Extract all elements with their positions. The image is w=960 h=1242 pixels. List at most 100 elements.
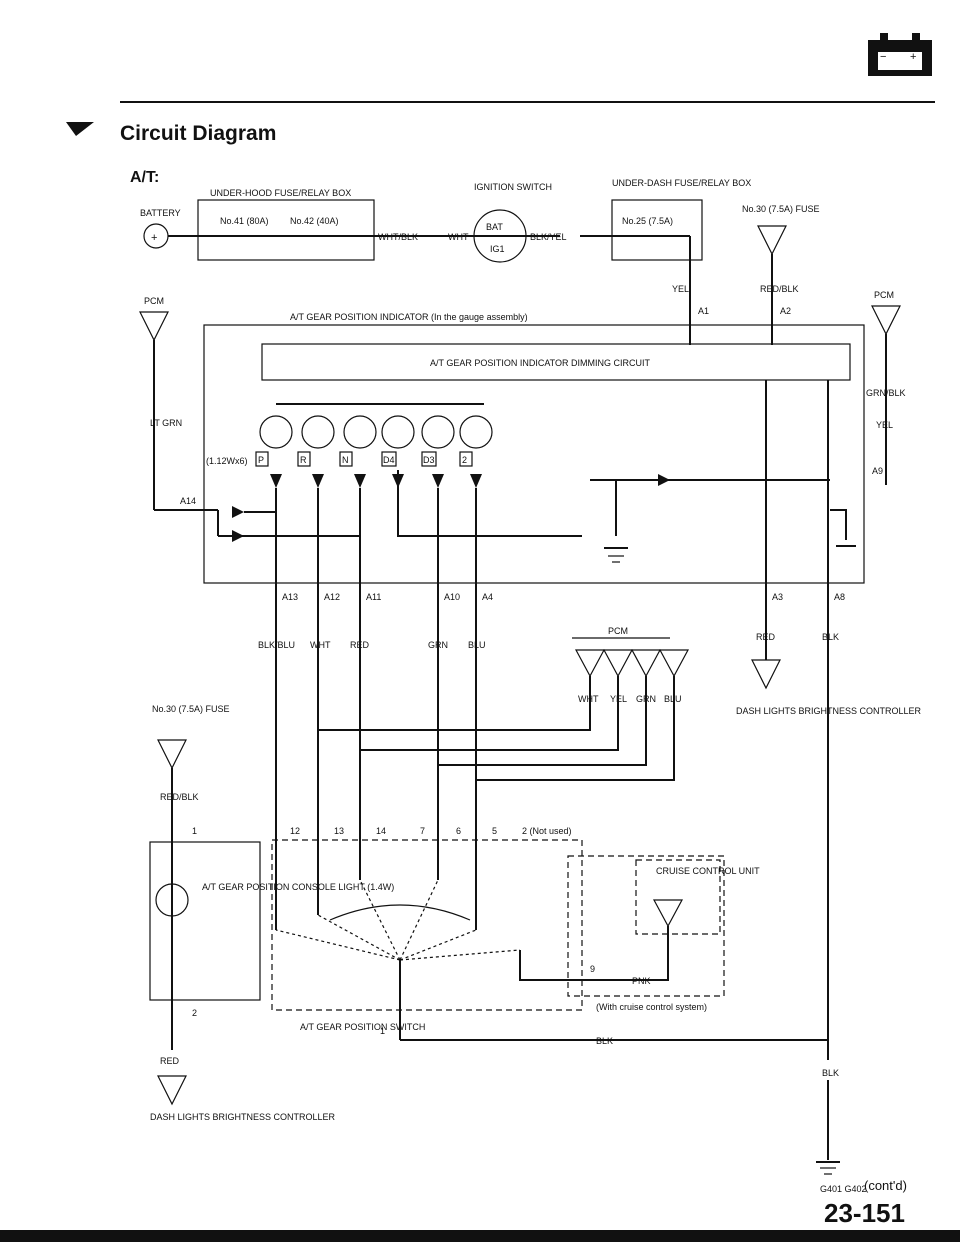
diode-icon — [658, 474, 670, 486]
pcm-right-label: PCM — [874, 290, 894, 300]
bat-label: BAT — [486, 222, 503, 232]
fuse41-label: No.41 (80A) — [220, 216, 269, 226]
blk-bottom-label: BLK — [596, 1036, 613, 1046]
sw5-label: 5 — [492, 826, 497, 836]
with-cruise-label: (With cruise control system) — [596, 1002, 707, 1012]
grn-label: GRN — [428, 640, 448, 650]
indicator-output-wires — [275, 380, 829, 1060]
dash-ctrl-left-label: DASH LIGHTS BRIGHTNESS CONTROLLER — [150, 1112, 336, 1122]
diode-icon — [232, 506, 244, 518]
pcm-left-label: PCM — [144, 296, 164, 306]
cruise-unit-label: CRUISE CONTROL UNIT — [656, 866, 760, 876]
pin2-label: 2 — [192, 1008, 197, 1018]
blk-blu-label: BLK/BLU — [258, 640, 295, 650]
sw12-label: 12 — [290, 826, 300, 836]
gear-r-label: R — [300, 455, 307, 465]
sw7-label: 7 — [420, 826, 425, 836]
fuse42-label: No.42 (40A) — [290, 216, 339, 226]
yel-label: YEL — [672, 284, 689, 294]
bulbs-label: (1.12Wx6) — [206, 456, 248, 466]
pcm-mid-connectors — [574, 649, 690, 678]
red-left-label: RED — [160, 1056, 180, 1066]
red-right-label: RED — [756, 632, 776, 642]
svg-text:+: + — [151, 232, 157, 244]
blk-right-label: BLK — [822, 632, 839, 642]
ignition-switch-label: IGNITION SWITCH — [474, 182, 552, 192]
battery-label: BATTERY — [140, 208, 181, 218]
gear-switch-label: A/T GEAR POSITION SWITCH — [300, 1022, 425, 1032]
pnk-label: PNK — [632, 976, 651, 986]
underhood-box-label: UNDER-HOOD FUSE/RELAY BOX — [210, 188, 351, 198]
bulb-r-icon — [301, 415, 335, 449]
gear-n-label: N — [342, 455, 349, 465]
dimming-label: A/T GEAR POSITION INDICATOR DIMMING CIRC… — [430, 358, 651, 368]
a9-label: A9 — [872, 466, 883, 476]
battery-icon: − + — [868, 33, 932, 76]
a1-label: A1 — [698, 306, 709, 316]
sw1-label: 1 — [380, 1026, 385, 1036]
a14-label: A14 — [180, 496, 196, 506]
a3-label: A3 — [772, 592, 783, 602]
bulb-2-icon — [459, 415, 493, 449]
a13-label: A13 — [282, 592, 298, 602]
page-title: Circuit Diagram — [120, 122, 276, 145]
grn-blk-label: GRN/BLK — [866, 388, 906, 398]
underdash-fuse-box — [611, 199, 703, 261]
dimming-circuit-box — [261, 343, 851, 381]
sw6-label: 6 — [456, 826, 461, 836]
pcm-left-connector-icon — [139, 311, 169, 342]
indicator-bulbs: (1.12Wx6) P R N D4 D3 2 — [206, 403, 493, 488]
sw2-label: 2 (Not used) — [522, 826, 572, 836]
gear-2-label: 2 — [462, 455, 467, 465]
bulb-n-icon — [343, 415, 377, 449]
underhood-fuse-box — [197, 199, 375, 261]
ig1-label: IG1 — [490, 244, 505, 254]
blu-label: BLU — [468, 640, 486, 650]
red-label: RED — [350, 640, 370, 650]
wht-label: WHT — [448, 232, 469, 242]
sw14-label: 14 — [376, 826, 386, 836]
pin1-label: 1 — [192, 826, 197, 836]
sw13-label: 13 — [334, 826, 344, 836]
page-bottom-bar — [0, 1230, 960, 1242]
gear-d3-label: D3 — [423, 455, 435, 465]
indicator-label: A/T GEAR POSITION INDICATOR (In the gaug… — [290, 312, 528, 322]
bulb-p-icon — [259, 415, 293, 449]
a8-label: A8 — [834, 592, 845, 602]
a10-label: A10 — [444, 592, 460, 602]
pin9-label: 9 — [590, 964, 595, 974]
page-number: 23-151 — [824, 1198, 905, 1228]
blk-ground-label: BLK — [822, 1068, 839, 1078]
dash-controller-connector-icon — [751, 659, 781, 690]
gear-position-switch-box — [271, 839, 583, 1011]
blu3-label: BLU — [664, 694, 682, 704]
pcm-mid-label: PCM — [608, 626, 628, 636]
console-light-box — [149, 841, 261, 1001]
page-subtitle: A/T: — [130, 169, 159, 186]
svg-text:−: − — [880, 51, 886, 63]
a2-label: A2 — [780, 306, 791, 316]
yel-right-label: YEL — [876, 420, 893, 430]
pcm-right-connector-icon — [871, 305, 901, 336]
dash-controller-left-connector-icon — [157, 1075, 187, 1106]
selector-arc — [329, 904, 471, 921]
a12-label: A12 — [324, 592, 340, 602]
blk-yel-label: BLK/YEL — [530, 232, 567, 242]
fuse-connector-icon — [157, 739, 187, 770]
fuse25-label: No.25 (7.5A) — [622, 216, 673, 226]
a11-label: A11 — [366, 592, 381, 602]
indicator-assembly-box — [203, 324, 865, 584]
continued-label: (cont'd) — [864, 1178, 907, 1193]
bulb-d4-icon — [381, 415, 415, 449]
lt-grn-label: LT GRN — [150, 418, 182, 428]
fuse30-top-label: No.30 (7.5A) FUSE — [742, 204, 820, 214]
wht3-label: WHT — [578, 694, 599, 704]
gear-p-label: P — [258, 455, 264, 465]
red-blk-left-label: RED/BLK — [160, 792, 199, 802]
ground-label: G401 G402 — [820, 1184, 867, 1194]
wht-blk-label: WHT/BLK — [378, 232, 418, 242]
fuse30-left-label: No.30 (7.5A) FUSE — [152, 704, 230, 714]
a4-label: A4 — [482, 592, 493, 602]
cruise-unit-box — [635, 859, 721, 935]
